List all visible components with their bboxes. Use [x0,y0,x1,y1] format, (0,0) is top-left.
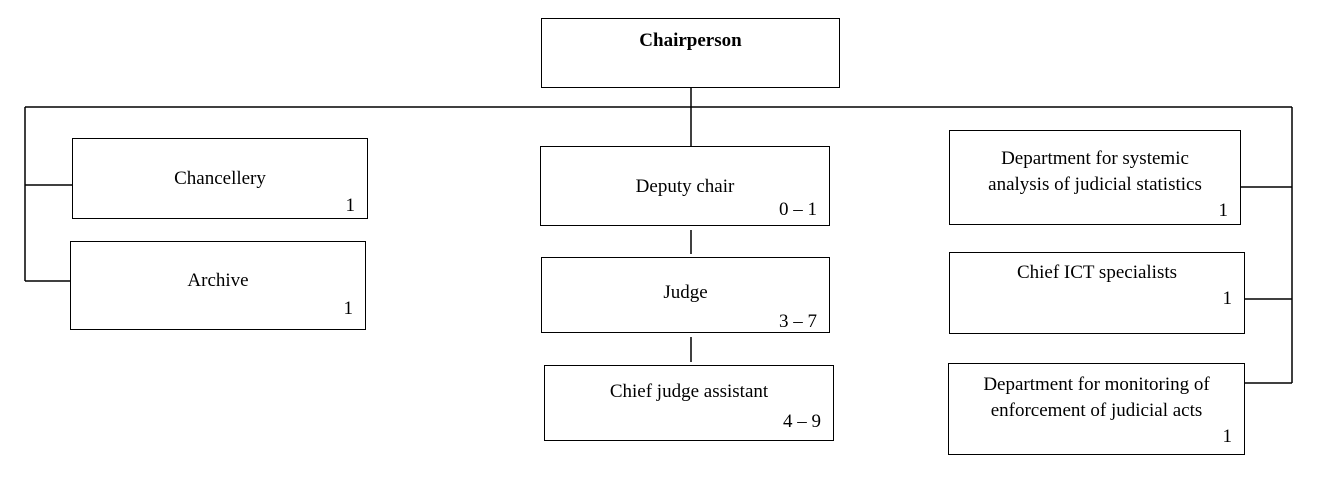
chief-judge-assistant-title: Chief judge assistant [609,381,769,402]
statistics-department-box: Department for systemic analysis of judi… [949,130,1241,225]
chancellery-title: Chancellery [174,168,266,189]
monitoring-department-box: Department for monitoring of enforcement… [948,363,1245,455]
judge-count: 3 – 7 [779,311,817,332]
monitoring-department-title-line-1: Department for monitoring of [983,374,1210,395]
chief-judge-assistant-count: 4 – 9 [783,411,821,432]
chancellery-box: Chancellery 1 [72,138,368,219]
statistics-department-title-line-1: Department for systemic [1001,148,1189,169]
deputy-chair-count: 0 – 1 [779,199,817,220]
monitoring-department-title-line-2: enforcement of judicial acts [990,400,1203,421]
chairperson-title: Chairperson [639,30,742,51]
deputy-chair-box: Deputy chair 0 – 1 [540,146,830,226]
chairperson-box: Chairperson [541,18,840,88]
deputy-chair-title: Deputy chair [635,176,735,197]
statistics-department-count: 1 [1218,200,1229,221]
ict-specialists-count: 1 [1222,288,1233,309]
statistics-department-title-line-2: analysis of judicial statistics [988,174,1202,195]
archive-title: Archive [187,270,249,291]
ict-specialists-box: Chief ICT specialists 1 [949,252,1245,334]
ict-specialists-title: Chief ICT specialists [1016,262,1178,283]
judge-title: Judge [663,282,708,303]
chief-judge-assistant-box: Chief judge assistant 4 – 9 [544,365,834,441]
monitoring-department-count: 1 [1222,426,1233,447]
archive-count: 1 [343,298,354,319]
archive-box: Archive 1 [70,241,366,330]
chancellery-count: 1 [345,195,356,216]
judge-box: Judge 3 – 7 [541,257,830,333]
